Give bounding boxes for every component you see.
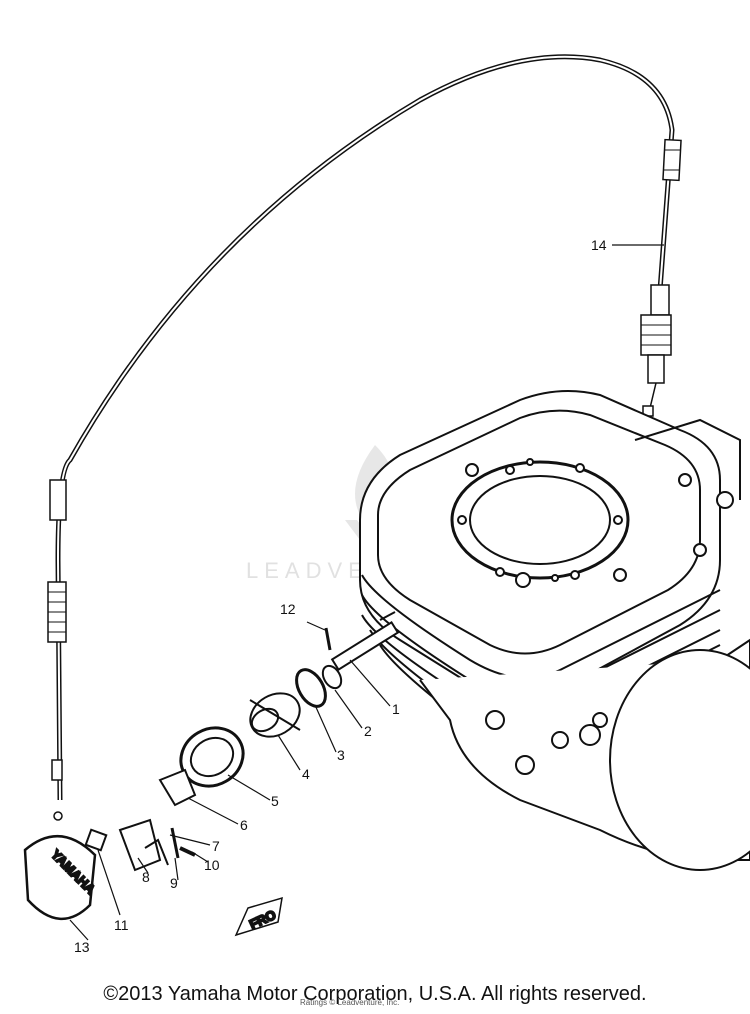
part-6-lever [158,768,197,807]
callout-9: 9 [170,875,178,891]
callout-1: 1 [392,701,400,717]
part-1-shaft [330,611,400,672]
part-11-nut [84,828,108,852]
callout-13: 13 [74,939,90,955]
part-5-housing [179,726,245,788]
callout-4: 4 [302,766,310,782]
part-2-o-ring [321,664,343,690]
copyright-notice: ©2013 Yamaha Motor Corporation, U.S.A. A… [103,983,647,1005]
callout-2: 2 [364,723,372,739]
part-10-bolt [179,846,196,857]
callout-3: 3 [337,747,345,763]
part-4-gear [249,692,301,738]
callout-5: 5 [271,793,279,809]
part-13-cover: YAMAHA [23,835,100,921]
callouts: 1 2 3 4 5 6 7 8 9 10 11 12 13 14 [74,237,607,955]
callout-6: 6 [240,817,248,833]
leader-lines [69,244,664,941]
callout-7: 7 [212,838,220,854]
callout-11: 11 [114,917,129,933]
engine-cylinder [359,390,750,871]
callout-14: 14 [591,237,607,253]
callout-8: 8 [142,869,150,885]
callout-12: 12 [280,601,296,617]
part-9-pin [170,827,180,859]
sub-credit: Ratings © Leadventure, Inc. [300,998,400,1007]
throttle-cable [47,54,682,821]
exploded-parts: YAMAHA FRO [23,611,400,937]
front-arrow-icon: FRO [234,896,283,937]
part-3-washer [295,668,327,708]
part-8-bracket [118,818,162,872]
callout-10: 10 [204,857,220,873]
